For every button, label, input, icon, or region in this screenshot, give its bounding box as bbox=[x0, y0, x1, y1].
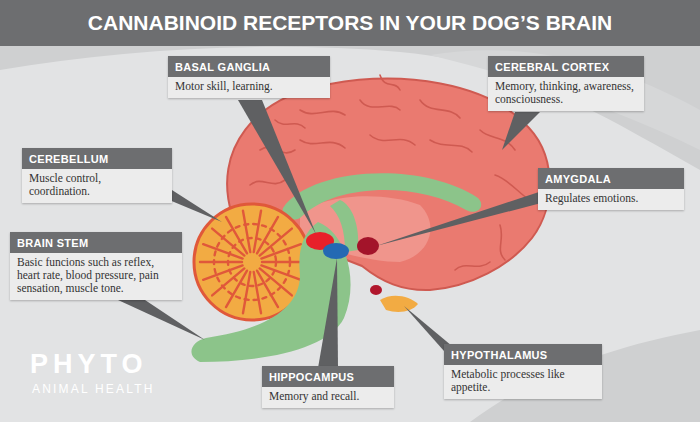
dog-silhouette bbox=[0, 47, 700, 422]
pituitary bbox=[370, 285, 382, 295]
leader-lines bbox=[118, 100, 545, 368]
callout-box: AMYGDALARegulates emotions. bbox=[538, 168, 684, 210]
hippocampus bbox=[323, 243, 349, 259]
logo-tagline: ANIMAL HEALTH bbox=[32, 383, 155, 396]
leader-amygdala bbox=[376, 190, 545, 246]
callout-heading: BASAL GANGLIA bbox=[168, 56, 330, 77]
amygdala bbox=[357, 237, 379, 255]
callout-heading: HYPOTHALAMUS bbox=[444, 344, 602, 365]
diagram-title: CANNABINOID RECEPTORS IN YOUR DOG’S BRAI… bbox=[0, 9, 700, 37]
callout-heading: BRAIN STEM bbox=[10, 232, 182, 253]
corpus-callosum bbox=[283, 173, 482, 219]
hypothalamus bbox=[380, 296, 418, 312]
callout-box: HYPOTHALAMUSMetabolic processes like app… bbox=[444, 344, 602, 399]
cerebellum-folia bbox=[200, 211, 304, 313]
leader-hippocampus bbox=[318, 258, 338, 368]
callout-box: BRAIN STEMBasic funcions such as reflex,… bbox=[10, 232, 182, 300]
callout-description: Memory, thinking, awareness, consciousne… bbox=[488, 77, 644, 111]
callout-description: Memory and recall. bbox=[262, 387, 394, 408]
callout-heading: CEREBELLUM bbox=[22, 148, 172, 169]
callout-description: Basic funcions such as reflex, heart rat… bbox=[10, 253, 182, 300]
leader-basal-ganglia bbox=[238, 100, 316, 234]
callout-box: CEREBELLUMMuscle control, coordination. bbox=[22, 148, 172, 203]
callout-description: Regulates emotions. bbox=[538, 189, 684, 210]
callout-box: HIPPOCAMPUSMemory and recall. bbox=[262, 366, 394, 408]
callout-box: CEREBRAL CORTEXMemory, thinking, awarene… bbox=[488, 56, 644, 111]
leader-cerebral-cortex bbox=[502, 112, 540, 150]
callout-heading: HIPPOCAMPUS bbox=[262, 366, 394, 387]
callout-box: BASAL GANGLIAMotor skill, learning. bbox=[168, 56, 330, 98]
callout-description: Muscle control, coordination. bbox=[22, 169, 172, 203]
callout-heading: AMYGDALA bbox=[538, 168, 684, 189]
leader-brain-stem bbox=[118, 300, 205, 340]
logo-wordmark: PHYTO bbox=[30, 350, 148, 380]
callout-description: Metabolic processes like appetite. bbox=[444, 365, 602, 399]
callout-heading: CEREBRAL CORTEX bbox=[488, 56, 644, 77]
callout-description: Motor skill, learning. bbox=[168, 77, 330, 98]
